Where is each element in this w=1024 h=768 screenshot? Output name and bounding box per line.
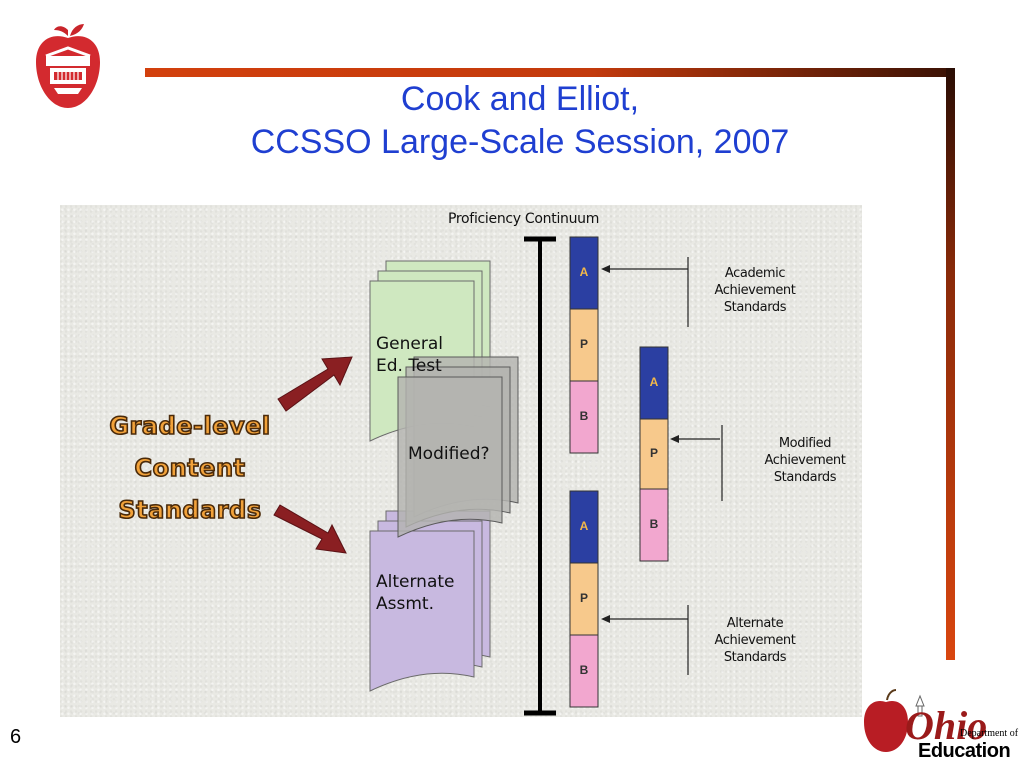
alternate-line-1: Alternate <box>376 572 455 592</box>
modified-label: Modified? <box>408 444 490 464</box>
proficiency-diagram: Proficiency Continuum Grade-level Conten… <box>60 205 862 717</box>
ohio-script-text: Ohio <box>905 703 988 748</box>
academic-p-letter: P <box>579 337 588 351</box>
general-line-1: General <box>376 334 443 354</box>
grade-line-2: Content <box>134 453 246 483</box>
academic-segment-b <box>569 380 599 454</box>
pointer-arrow-modified-icon <box>670 435 679 443</box>
academic-a-letter: A <box>579 265 589 279</box>
alternate-std-line-3: Standards <box>723 650 787 665</box>
ohio-apple-icon <box>864 689 925 752</box>
academic-segment-p <box>569 308 599 382</box>
continuum-title: Proficiency Continuum <box>448 211 600 227</box>
academic-line-3: Standards <box>723 300 787 315</box>
page-number: 6 <box>10 726 22 748</box>
ohio-education-text: Education <box>918 740 1011 762</box>
alternate-b-letter: B <box>579 663 589 677</box>
top-accent-bar <box>145 68 955 77</box>
modified-stack <box>397 356 519 538</box>
grade-line-3: Standards <box>118 495 262 525</box>
modified-line-1: Modified <box>778 436 832 451</box>
grade-line-1: Grade-level <box>109 411 271 441</box>
pointer-arrow-academic-icon <box>601 265 610 273</box>
grade-level-content-standards: Grade-level Content Standards <box>105 405 275 531</box>
alternate-stack <box>369 510 491 692</box>
alternate-std-line-2: Achievement <box>714 633 796 648</box>
title-line-1: Cook and Elliot, <box>400 80 640 118</box>
alternate-assmt-label: Alternate Assmt. <box>376 571 454 615</box>
arrow-to-general-icon <box>277 356 353 412</box>
modified-b-letter: B <box>649 517 659 531</box>
slide-title: Cook and Elliot, CCSSO Large-Scale Sessi… <box>150 78 890 164</box>
alternate-a-letter: A <box>579 519 589 533</box>
arrow-to-alternate-icon <box>273 504 347 554</box>
modified-p-letter: P <box>649 446 658 460</box>
alternate-segment-b <box>569 634 599 708</box>
academic-segment-a <box>569 236 599 310</box>
right-accent-bar <box>946 68 955 660</box>
alternate-p-letter: P <box>579 591 588 605</box>
pointer-arrow-alternate-icon <box>601 615 610 623</box>
alternate-segment-p <box>569 562 599 636</box>
modified-standards-label: Modified Achievement Standards <box>748 435 862 486</box>
ohio-department-text: Department of <box>960 728 1019 739</box>
academic-line-1: Academic <box>724 266 786 281</box>
alternate-line-2: Assmt. <box>376 594 434 614</box>
modified-segment-p <box>639 418 669 490</box>
academic-b-letter: B <box>579 409 589 423</box>
alternate-std-line-1: Alternate <box>726 616 784 631</box>
general-ed-test-label: General Ed. Test <box>376 333 443 377</box>
academic-line-2: Achievement <box>714 283 796 298</box>
alternate-segment-a <box>569 490 599 564</box>
general-line-2: Ed. Test <box>376 356 442 376</box>
modified-segment-b <box>639 488 669 562</box>
apple-logo-icon <box>36 24 100 108</box>
modified-a-letter: A <box>649 375 659 389</box>
alternate-standards-label: Alternate Achievement Standards <box>698 615 812 666</box>
academic-standards-label: Academic Achievement Standards <box>700 265 810 316</box>
title-line-2: CCSSO Large-Scale Session, 2007 <box>250 123 790 161</box>
modified-line-3: Standards <box>773 470 837 485</box>
modified-line-2: Achievement <box>764 453 846 468</box>
